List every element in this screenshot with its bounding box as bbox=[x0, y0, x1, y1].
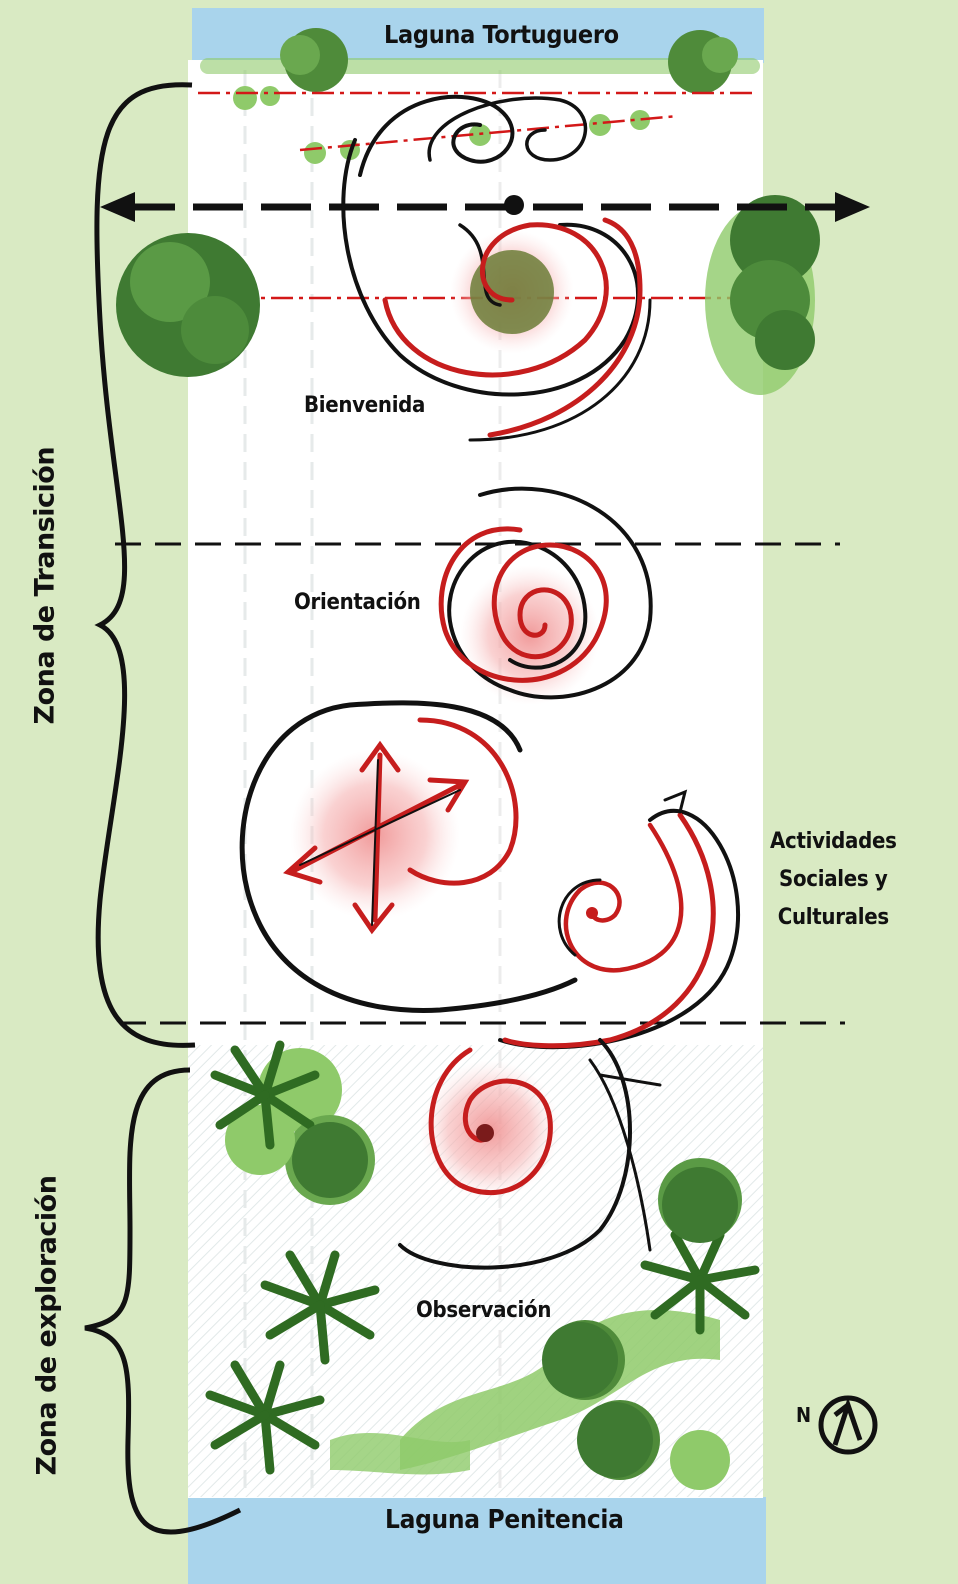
transition-zone-label: Zona de Transición bbox=[30, 475, 61, 725]
welcome-label: Bienvenida bbox=[304, 393, 425, 418]
north-lagoon-label: Laguna Tortuguero bbox=[384, 20, 619, 49]
social-label-line3: Culturales bbox=[770, 899, 897, 937]
north-compass-icon bbox=[821, 1398, 875, 1452]
exploration-zone-label: Zona de exploración bbox=[32, 1206, 63, 1476]
social-activities-label: Actividades Sociales y Culturales bbox=[770, 823, 897, 937]
compass-north-label: N bbox=[796, 1403, 811, 1427]
orientation-label: Orientación bbox=[294, 590, 421, 615]
observation-label: Observación bbox=[416, 1298, 551, 1323]
social-label-line2: Sociales y bbox=[770, 861, 897, 899]
transition-zone-brace bbox=[97, 85, 195, 1046]
tree-left-top bbox=[116, 233, 260, 377]
social-label-line1: Actividades bbox=[770, 823, 897, 861]
south-lagoon-label: Laguna Penitencia bbox=[385, 1505, 624, 1535]
